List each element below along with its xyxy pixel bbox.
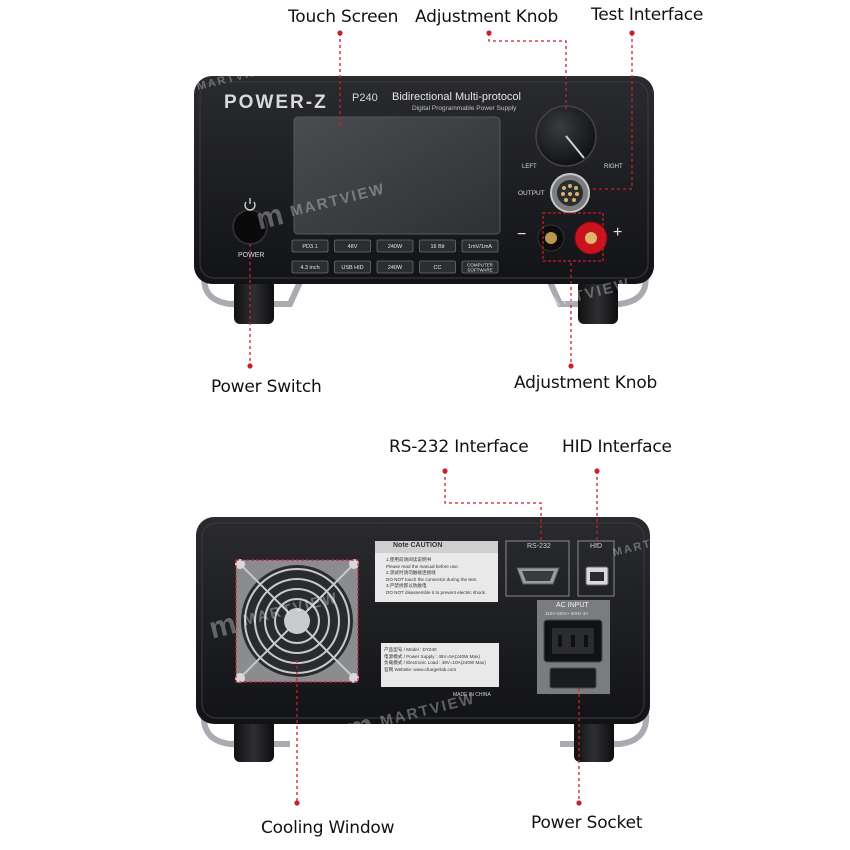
output-label: OUTPUT: [518, 190, 545, 197]
spec-button[interactable]: [334, 260, 371, 274]
terminal-highlight: [542, 212, 604, 262]
made-in-label: MADE IN CHINA: [453, 692, 491, 698]
spec-button[interactable]: [376, 239, 414, 253]
callout-adjustment-knob-lower: Adjustment Knob: [514, 373, 658, 393]
hid-port[interactable]: [585, 566, 609, 586]
negative-terminal[interactable]: [537, 224, 565, 252]
spec-button[interactable]: [461, 260, 499, 274]
label-line: 1.使用前请阅读说明书: [386, 557, 432, 562]
callout-cooling-window: Cooling Window: [261, 818, 395, 838]
adjustment-knob[interactable]: [535, 105, 597, 167]
minus-sign: −: [517, 226, 527, 243]
label-line: DO NOT touch the connector during the te…: [386, 576, 478, 582]
callout-rs232-interface: RS-232 Interface: [389, 437, 529, 457]
hid-port-label: HID: [590, 543, 603, 550]
power-label: POWER: [238, 252, 265, 259]
label-line: 2.测试时请勿触碰连接线: [386, 570, 436, 576]
power-socket[interactable]: [543, 619, 603, 689]
spec-button-label: 240W: [388, 244, 403, 250]
callout-hid-interface: HID Interface: [562, 437, 672, 457]
spec-button[interactable]: [291, 260, 329, 274]
spec-button-label: 1mV/1mA: [468, 244, 492, 250]
brand-logo: POWER-Z: [224, 92, 328, 113]
callout-power-switch: Power Switch: [211, 377, 322, 397]
spec-button-label: 4.3 inch: [300, 265, 319, 271]
spec-button[interactable]: [461, 239, 499, 253]
spec-button-label: CC: [434, 265, 442, 271]
spec-button-label: 48V: [348, 244, 358, 250]
label-line: 官网 Website: www.chargerlab.com: [384, 666, 457, 672]
label-line: 产品型号 / Model : DY240: [384, 647, 437, 652]
label-line: DO NOT disassemble it to prevent electri…: [386, 589, 487, 595]
spec-button-label: 16 Bit: [430, 244, 445, 250]
rs232-frame: [505, 540, 570, 597]
caution-title: Note CAUTION: [393, 542, 443, 549]
spec-button[interactable]: [334, 239, 371, 253]
spec-button[interactable]: [291, 239, 329, 253]
touch-screen[interactable]: [293, 116, 501, 235]
callout-power-socket: Power Socket: [531, 813, 643, 833]
left-label: LEFT: [522, 164, 537, 170]
spec-button[interactable]: [419, 260, 456, 274]
ac-input-title: AC INPUT: [556, 602, 589, 609]
cooling-fan-grille: [235, 559, 359, 683]
callout-dots: [247, 30, 635, 806]
spec-button[interactable]: [419, 239, 456, 253]
label-line: 负载模式 / Electronic Load : 48V=10A(240W Ma…: [384, 660, 486, 666]
ac-input-spec: 110V-240V~ 50Hz 4A: [545, 611, 589, 616]
product-label: [381, 643, 499, 687]
model-label: P240: [352, 92, 378, 104]
spec-button[interactable]: [376, 260, 414, 274]
power-icon: [244, 198, 256, 211]
rs232-port-label: RS-232: [527, 543, 551, 550]
spec-button-grid: PD3.1 48V 240W 16 Bit 1mV/1mA 4.3 inch USB HID…: [291, 239, 499, 274]
test-interface-port[interactable]: [550, 173, 590, 213]
right-label: RIGHT: [604, 164, 623, 170]
label-line: 电源模式 / Power Supply : 48V=5A(240W Max): [384, 653, 480, 659]
callout-lines: [249, 33, 633, 803]
subline-label: Digital Programmable Power Supply: [412, 105, 517, 112]
callout-test-interface: Test Interface: [591, 5, 704, 25]
spec-button-label: PD3.1: [302, 244, 317, 250]
positive-terminal[interactable]: [574, 221, 608, 255]
rs232-port[interactable]: [516, 567, 560, 585]
label-line: 3.严禁拆卸以防触电: [386, 583, 427, 589]
spec-button-label: COMPUTER: [467, 263, 494, 268]
spec-button-label: 240W: [388, 265, 403, 271]
plus-sign: +: [613, 224, 623, 241]
spec-button-label: USB HID: [341, 265, 363, 271]
label-line: Please read the manual before use.: [386, 563, 459, 569]
callout-adjustment-knob: Adjustment Knob: [415, 7, 559, 27]
spec-button-sublabel: SOFTWARE: [467, 268, 492, 273]
callout-touch-screen: Touch Screen: [288, 7, 399, 27]
headline-label: Bidirectional Multi-protocol: [392, 91, 521, 103]
fan-highlight: [235, 559, 359, 683]
hid-frame: [577, 540, 615, 597]
